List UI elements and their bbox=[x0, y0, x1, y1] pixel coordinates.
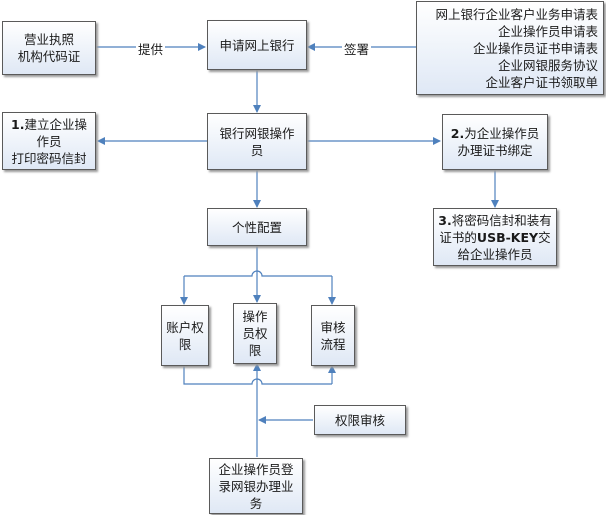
node-account-line: 限 bbox=[178, 336, 192, 352]
node-login-line: 务 bbox=[249, 495, 263, 511]
node-review-line: 审核 bbox=[320, 319, 346, 335]
node-step1-line: 作员 bbox=[36, 133, 62, 149]
node-forms-line: 网上银行企业客户业务申请表 bbox=[435, 6, 598, 22]
node-oppower-line: 操作 bbox=[242, 309, 268, 324]
node-personal: 个性配置 bbox=[207, 208, 307, 246]
connector-top-bus bbox=[184, 270, 332, 277]
node-step2-line: 为企业操作员 bbox=[464, 126, 540, 141]
node-forms: 网上银行企业客户业务申请表 企业操作员申请表 企业操作员证书申请表 企业网银服务… bbox=[416, 1, 604, 95]
node-audit-line: 权限审核 bbox=[334, 412, 385, 428]
node-account: 账户权 限 bbox=[161, 305, 209, 366]
node-review: 审核 流程 bbox=[311, 305, 355, 366]
node-oppower-line: 员权 bbox=[242, 326, 268, 341]
node-step2: 2.为企业操作员 办理证书绑定 bbox=[442, 114, 548, 170]
node-apply: 申请网上银行 bbox=[207, 20, 307, 70]
node-step3-line: 证书的 bbox=[439, 229, 477, 245]
node-audit: 权限审核 bbox=[314, 405, 406, 435]
node-step1-number: 1. bbox=[11, 116, 25, 132]
node-apply-line: 申请网上银行 bbox=[219, 37, 295, 53]
node-step3-number: 3. bbox=[438, 212, 452, 228]
node-operator-line: 员 bbox=[250, 142, 264, 158]
node-step1-line: 建立企业操 bbox=[24, 116, 87, 132]
node-forms-line: 企业操作员证书申请表 bbox=[472, 40, 598, 56]
connector-bottom-bus bbox=[183, 366, 332, 385]
node-account-line: 账户权 bbox=[166, 319, 204, 335]
node-step3-line: 交 bbox=[538, 229, 551, 245]
node-step2-number: 2. bbox=[450, 126, 465, 141]
node-review-line: 流程 bbox=[320, 336, 346, 352]
node-license-line: 机构代码证 bbox=[17, 49, 81, 64]
node-operator: 银行网银操作 员 bbox=[207, 113, 307, 170]
node-license: 营业执照 机构代码证 bbox=[2, 21, 96, 75]
node-step3: 3.将密码信封和装有 证书的USB-KEY交 给企业操作员 bbox=[433, 208, 557, 266]
node-oppower: 操作 员权 限 bbox=[233, 303, 277, 364]
node-step3-line: 将密码信封和装有 bbox=[451, 212, 552, 228]
node-forms-line: 企业操作员申请表 bbox=[497, 23, 598, 39]
node-license-line: 营业执照 bbox=[23, 32, 74, 47]
edge-label-sign: 签署 bbox=[342, 39, 372, 58]
node-login-line: 企业操作员登 bbox=[218, 461, 294, 477]
node-forms-line: 企业网银服务协议 bbox=[497, 57, 598, 73]
node-step2-line: 办理证书绑定 bbox=[457, 143, 533, 158]
node-step3-usbkey: USB-KEY bbox=[476, 229, 539, 245]
node-oppower-line: 限 bbox=[248, 343, 262, 358]
node-personal-line: 个性配置 bbox=[231, 219, 282, 235]
node-step1: 1.建立企业操 作员 打印密码信封 bbox=[2, 112, 96, 170]
node-login: 企业操作员登 录网银办理业 务 bbox=[209, 458, 303, 514]
node-operator-line: 银行网银操作 bbox=[219, 125, 295, 141]
edge-label-provide: 提供 bbox=[136, 39, 166, 58]
node-step3-line: 给企业操作员 bbox=[457, 246, 533, 262]
node-forms-line: 企业客户证书领取单 bbox=[485, 74, 598, 90]
node-login-line: 录网银办理业 bbox=[218, 478, 294, 494]
node-step1-line: 打印密码信封 bbox=[11, 150, 87, 166]
